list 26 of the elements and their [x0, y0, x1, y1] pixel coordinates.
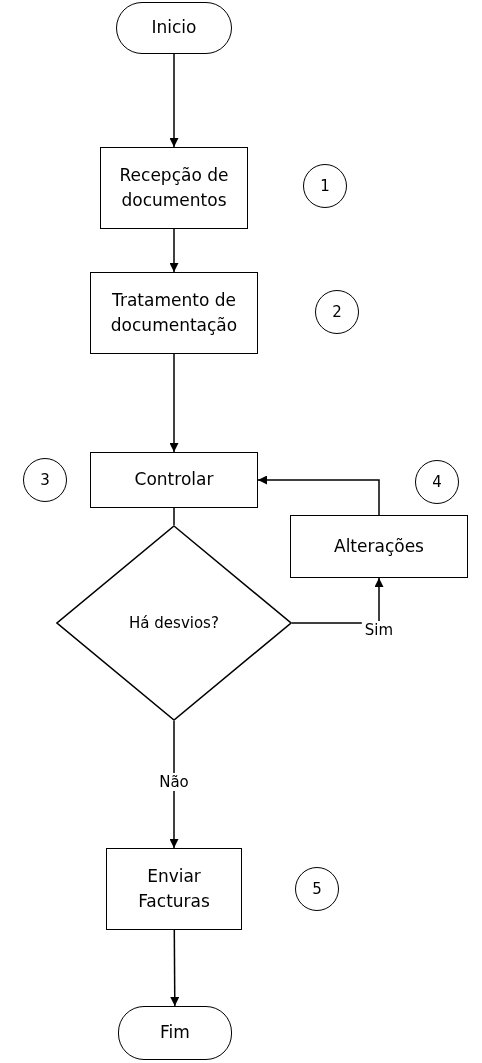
- process-box: [106, 848, 242, 930]
- step-number: 1: [320, 175, 330, 197]
- process-box: [100, 147, 248, 229]
- step-number: 5: [312, 878, 322, 900]
- step-number: 4: [432, 471, 442, 493]
- terminator-label: Fim: [160, 1021, 190, 1045]
- arrow: [169, 53, 179, 148]
- arrow: [169, 353, 179, 453]
- box-label: Tratamento de documentação: [109, 288, 239, 337]
- decision-text: Há desvios?: [129, 612, 219, 634]
- decision-diamond: [56, 525, 292, 721]
- step-number: 3: [40, 469, 50, 491]
- box-label: Controlar: [133, 468, 215, 492]
- arrow: [169, 228, 179, 273]
- process-box: [90, 452, 258, 508]
- step-number: 2: [332, 301, 342, 323]
- box-label: Enviar Facturas: [137, 864, 211, 913]
- arrow: [170, 929, 180, 1007]
- box-label: Recepção de documentos: [118, 163, 230, 212]
- arrow: [257, 475, 380, 516]
- terminator-shape: [118, 1006, 232, 1060]
- terminator-label: Inicio: [151, 16, 197, 40]
- process-box: [90, 272, 258, 354]
- process-box: [290, 515, 468, 578]
- box-label: Alterações: [333, 534, 425, 558]
- connector-line: [173, 507, 175, 526]
